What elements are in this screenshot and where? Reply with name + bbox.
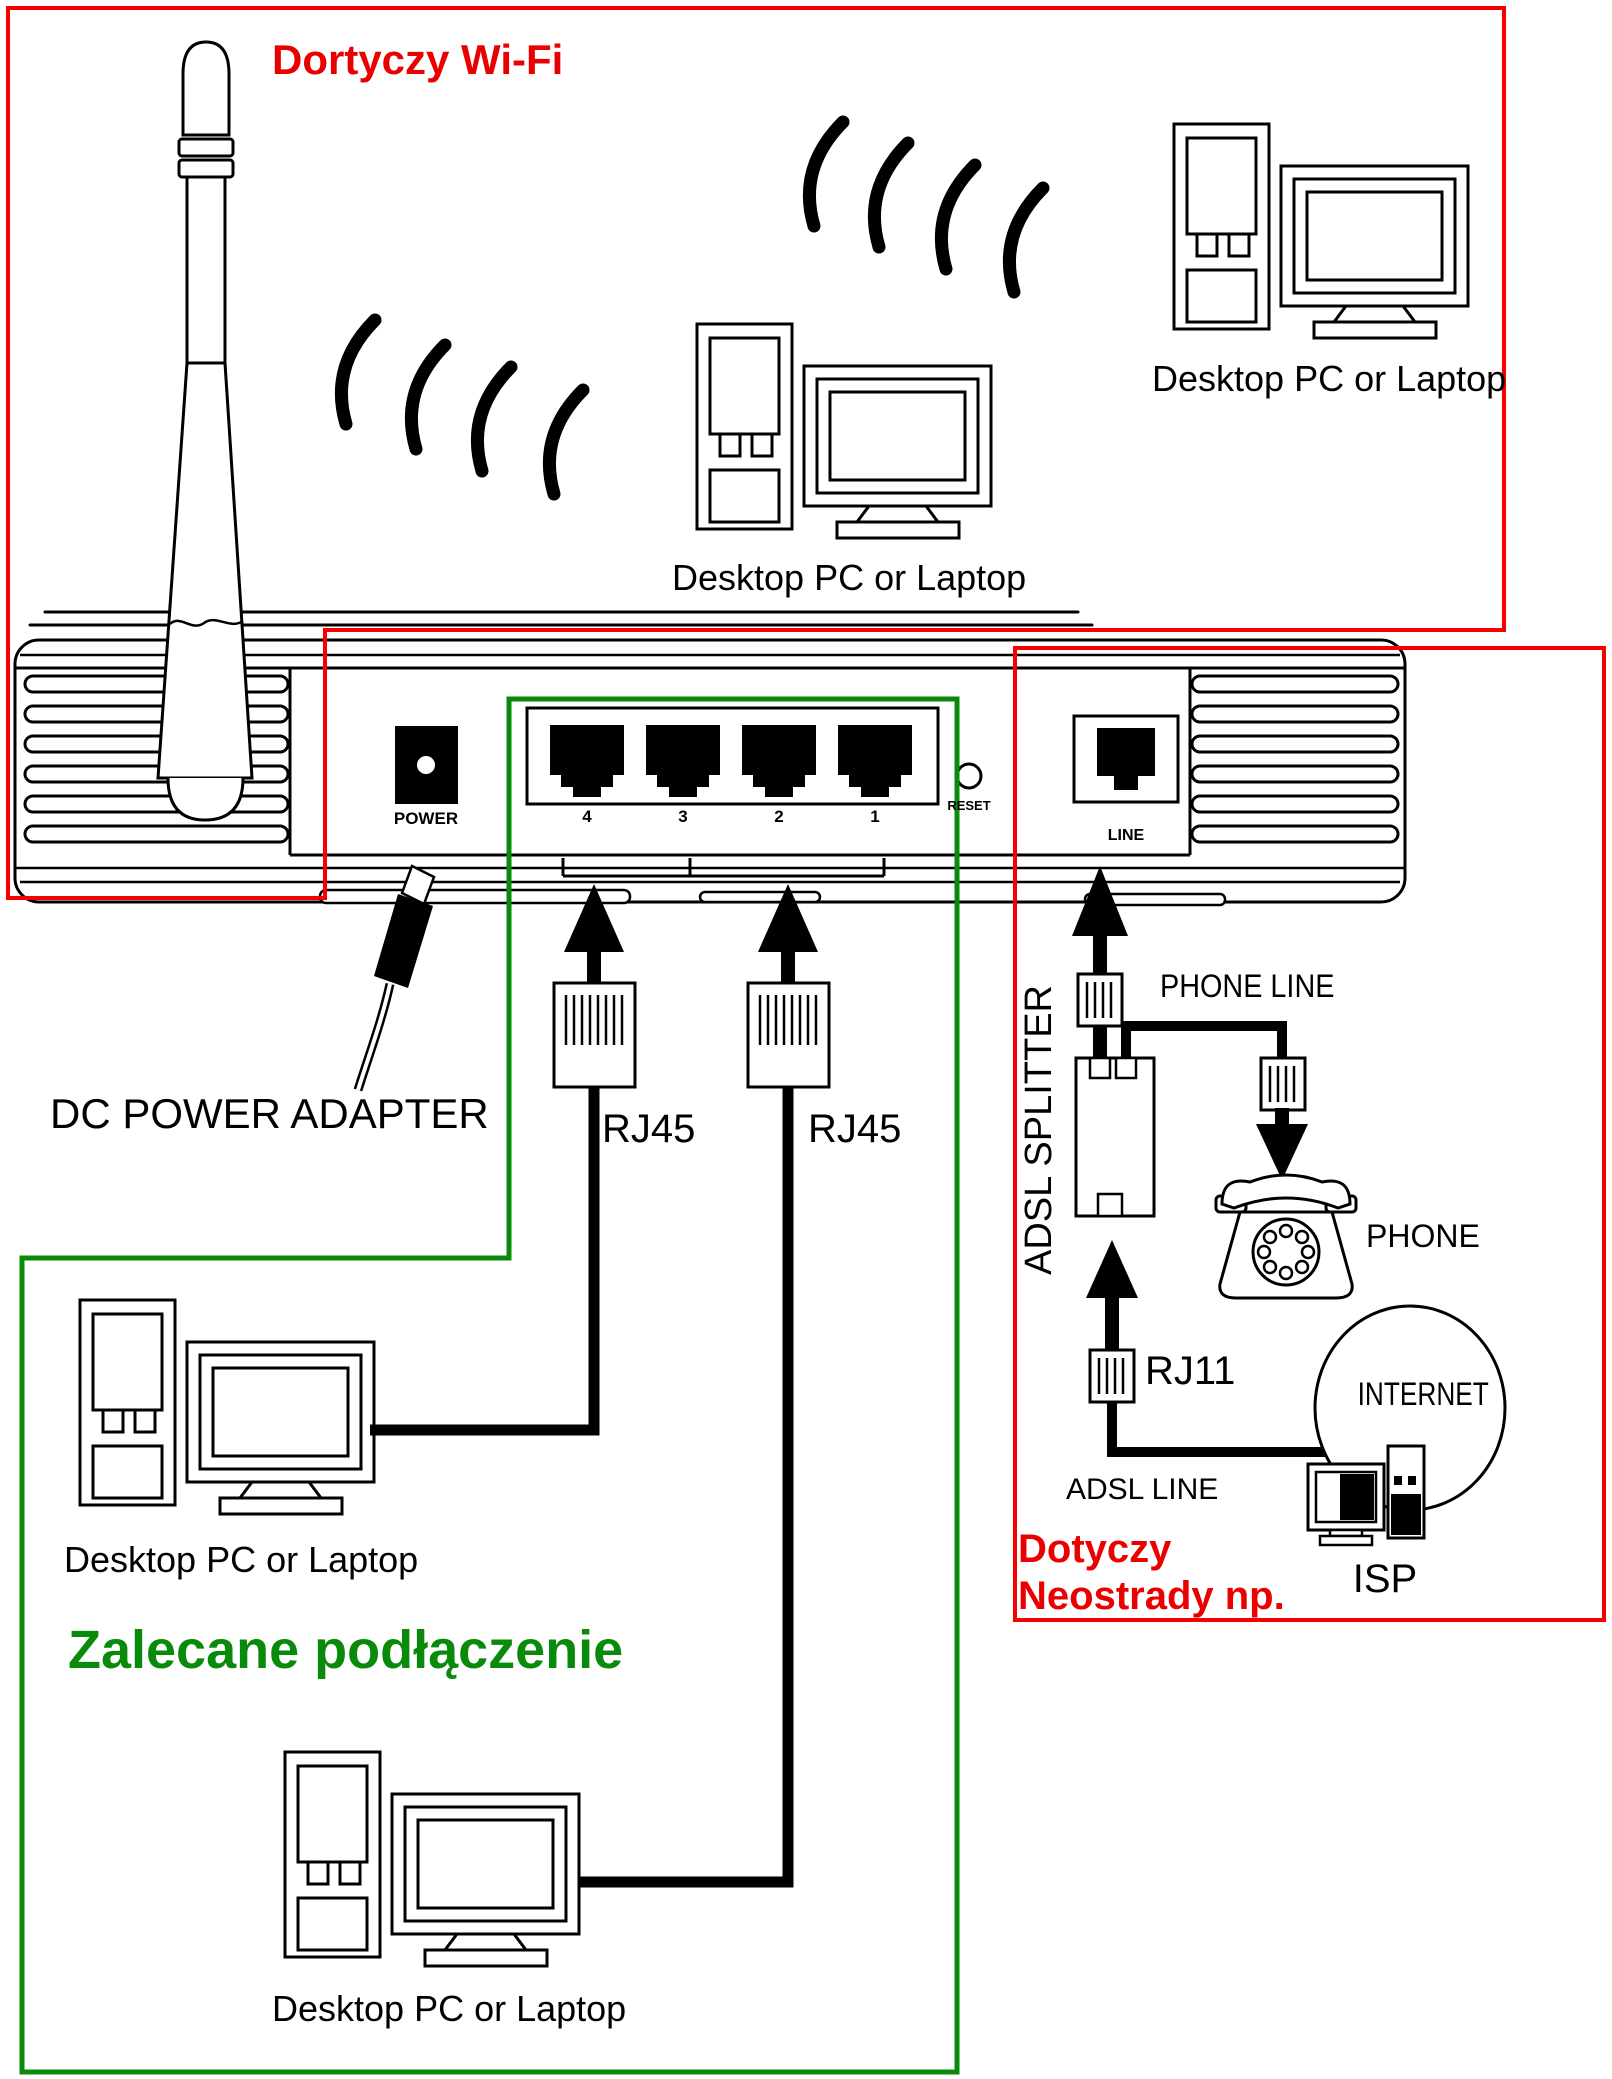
arrow-to-port2 (758, 884, 818, 985)
arrow-to-line-port (1072, 866, 1128, 976)
isp-label: ISP (1352, 1557, 1418, 1601)
lan-bracket (561, 858, 886, 878)
recommended-zone-border (19, 696, 960, 2075)
rj11-plug-phone (1259, 1056, 1307, 1112)
line-port-label: LINE (1107, 827, 1145, 844)
wifi-zone-title: Dortyczy Wi-Fi (272, 36, 564, 83)
lan-ports (525, 706, 940, 806)
desktop-pc-icon-wired-2 (283, 1750, 581, 1968)
antenna-icon (156, 40, 254, 822)
neostrada-note-line1: Dotyczy (1018, 1527, 1172, 1571)
port4-label: 4 (582, 807, 592, 826)
phone-label: PHONE (1366, 1218, 1480, 1254)
rj45-plug-1 (552, 981, 637, 1089)
rj11-plug-adsl (1088, 1348, 1136, 1404)
dc-power-adapter-label: DC POWER ADAPTER (50, 1090, 489, 1137)
arrow-to-port4 (564, 884, 624, 985)
desktop-pc-icon-wifi-2 (1172, 122, 1470, 340)
port3-label: 3 (678, 807, 688, 826)
phone-icon (1214, 1173, 1358, 1300)
phone-line-label: PHONE LINE (1160, 968, 1335, 1004)
arrow-to-phone (1256, 1108, 1308, 1180)
adsl-line-label: ADSL LINE (1066, 1473, 1219, 1506)
splitter-uplink-stub (1093, 1026, 1107, 1060)
dc-power-plug-icon (353, 864, 436, 1092)
rj45-plug-2 (746, 981, 831, 1089)
line-port (1072, 714, 1180, 804)
reset-button-icon (955, 762, 983, 790)
desktop-pc-label-wifi-2: Desktop PC or Laptop (1152, 358, 1507, 399)
port2-label: 2 (774, 807, 784, 826)
wifi-zone-border (6, 6, 1506, 900)
wifi-signal-left-icon (341, 320, 583, 494)
rj45-label-2: RJ45 (808, 1107, 902, 1151)
rj11-plug-line (1076, 972, 1124, 1028)
rj11-label: RJ11 (1145, 1349, 1236, 1393)
recommended-connection-title: Zalecane podłączenie (68, 1620, 624, 1680)
desktop-pc-label-wired-1: Desktop PC or Laptop (64, 1539, 419, 1580)
power-port-label: POWER (393, 809, 459, 828)
rj45-label-1: RJ45 (602, 1107, 696, 1151)
isp-computer-icon (1306, 1444, 1426, 1547)
neostrada-note: Dotyczy Neostrady np. (1018, 1526, 1285, 1620)
neostrada-note-line2: Neostrady np. (1018, 1574, 1285, 1619)
reset-label: RESET (947, 798, 991, 813)
desktop-pc-icon-wifi-1 (695, 322, 993, 540)
internet-label: INTERNET (1357, 1376, 1489, 1412)
adsl-splitter-label: ADSL SPLITTER (1018, 984, 1061, 1276)
power-port (395, 726, 458, 804)
arrow-to-splitter (1086, 1240, 1138, 1350)
desktop-pc-label-wired-2: Desktop PC or Laptop (272, 1988, 627, 2029)
desktop-pc-icon-wired-1 (78, 1298, 376, 1516)
adsl-splitter-icon (1074, 1056, 1156, 1218)
ethernet-cable-1 (370, 1087, 600, 1436)
ethernet-cable-2 (579, 1087, 794, 1888)
wifi-signal-right-icon (809, 122, 1043, 292)
neostrada-zone-border (1013, 646, 1606, 1622)
port1-label: 1 (870, 807, 880, 826)
router-right-ribs (1190, 674, 1400, 844)
desktop-pc-label-wifi-1: Desktop PC or Laptop (672, 557, 1027, 598)
phone-line-cable (1121, 1021, 1287, 1058)
adsl-line-cable (1107, 1402, 1334, 1457)
